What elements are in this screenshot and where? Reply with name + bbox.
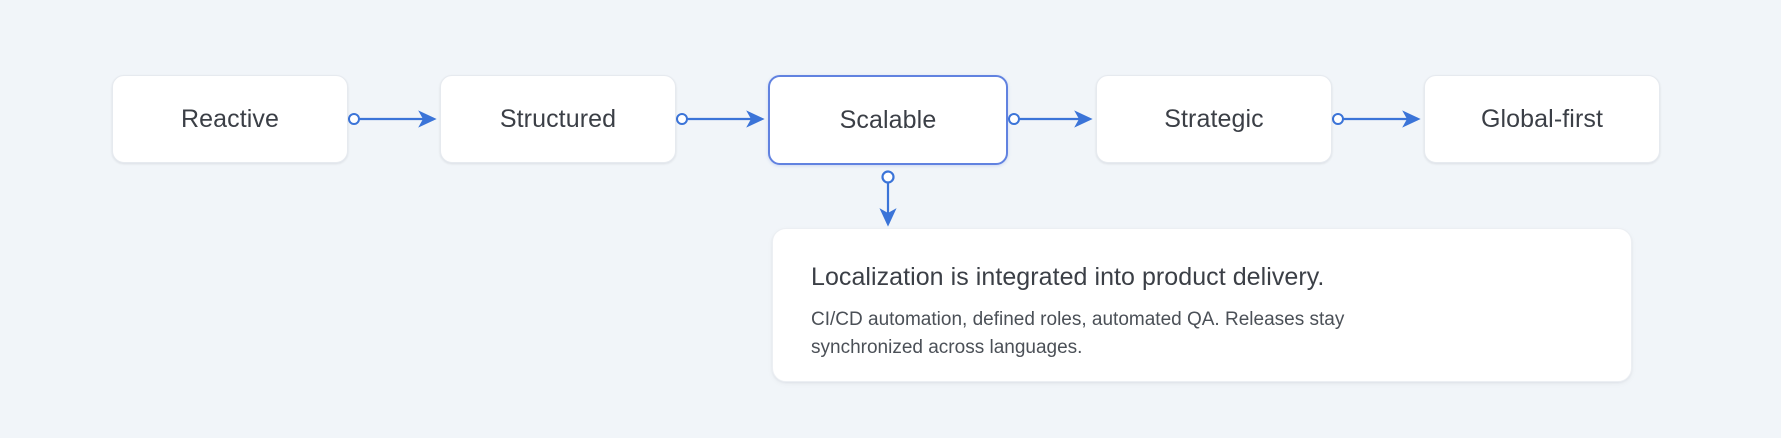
flow-node-reactive[interactable]: Reactive [112,75,348,163]
flow-node-label: Strategic [1164,104,1264,133]
flow-node-strategic[interactable]: Strategic [1096,75,1332,163]
flow-node-global-first[interactable]: Global-first [1424,75,1660,163]
flow-node-label: Scalable [839,105,937,134]
edge-reactive-structured [348,110,437,128]
flow-node-label: Reactive [180,104,280,133]
detail-card: Localization is integrated into product … [772,228,1632,382]
edge-structured-scalable [676,110,765,128]
edge-scalable-strategic [1008,110,1093,128]
edge-strategic-global-first [1332,110,1421,128]
flow-node-structured[interactable]: Structured [440,75,676,163]
flow-node-scalable[interactable]: Scalable [768,75,1008,165]
detail-card-title: Localization is integrated into product … [811,263,1325,291]
flow-node-label: Structured [499,104,617,133]
flow-node-label: Global-first [1480,104,1604,133]
edge-scalable-detail [879,170,897,227]
detail-card-body: CI/CD automation, defined roles, automat… [811,309,1345,358]
